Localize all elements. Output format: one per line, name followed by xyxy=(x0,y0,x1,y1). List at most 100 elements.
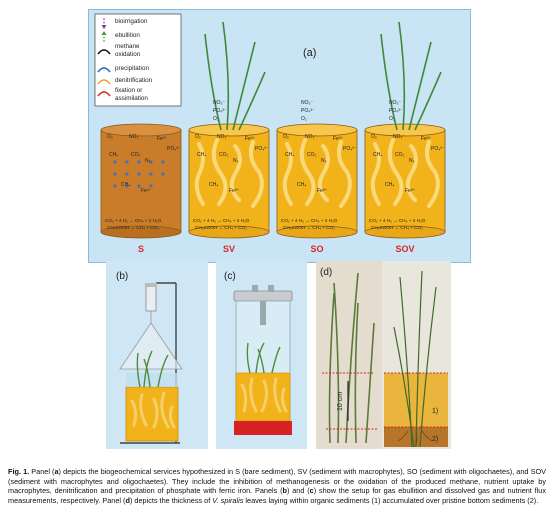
label-fe2: Fe²⁺ xyxy=(317,188,328,194)
gas-bubble xyxy=(113,172,117,176)
equation-methanogenesis-acetate: CH₃COOH → CH₄ + CO₂ xyxy=(195,225,247,230)
caption-lead: Fig. 1. xyxy=(8,467,30,476)
panel-d-label: (d) xyxy=(320,267,332,278)
cylinder-top xyxy=(364,123,446,137)
worm-burrow xyxy=(194,142,205,206)
legend-label-assimilation: assimilation xyxy=(115,95,148,102)
methane-oxidation-curve-icon xyxy=(97,49,111,55)
equation-methanogenesis-h2: CO₂ + 4 H₂ → CH₄ + 2 H₂O xyxy=(193,218,250,223)
gas-bubble xyxy=(149,172,153,176)
label-o2-above: O₂ xyxy=(389,116,395,122)
worm-burrows xyxy=(240,377,288,413)
label-po4: PO₄³⁻ xyxy=(431,146,445,152)
label-ch4: CH₄ xyxy=(373,152,382,158)
gas-bubble xyxy=(137,172,141,176)
label-po4: PO₄³⁻ xyxy=(167,146,181,152)
worm-burrow xyxy=(370,142,381,206)
plant-leaves xyxy=(136,350,169,388)
layer-1-label: 1) xyxy=(432,408,438,415)
figure-caption: Fig. 1. Panel (a) depicts the biogeochem… xyxy=(8,467,546,505)
label-no3: NO₃⁻ xyxy=(217,134,230,140)
label-co2: CO₂ xyxy=(307,152,317,158)
cylinder-top xyxy=(100,123,182,137)
label-co2: CO₂ xyxy=(131,152,141,158)
worm-burrow xyxy=(299,138,316,206)
label-fe3: Fe³⁺ xyxy=(421,136,432,142)
caption-text-2: ) depicts the biogeochemical services hy… xyxy=(8,467,546,496)
photo-background xyxy=(316,261,382,449)
gas-bubble xyxy=(137,160,141,164)
label-no3: NO₃⁻ xyxy=(129,134,142,140)
label-ch4-deep: CH₄ xyxy=(297,182,306,188)
gas-bubble xyxy=(149,160,153,164)
caption-text-1: Panel ( xyxy=(29,467,55,476)
worm-burrow xyxy=(337,140,352,208)
plant-leaf xyxy=(232,41,256,131)
label-no3-above: NO₃⁻ xyxy=(301,100,314,106)
plant-leaf xyxy=(380,33,398,131)
label-fe3: Fe³⁺ xyxy=(245,136,256,142)
legend-label-bioirrigation: bioirrigation xyxy=(115,18,148,25)
legend-label-oxidation: oxidation xyxy=(115,51,141,58)
caption-ref-c: c xyxy=(309,486,314,496)
panel-a-label: (a) xyxy=(303,47,316,59)
layer-organic xyxy=(384,373,448,427)
label-fe2: Fe²⁺ xyxy=(141,188,152,194)
precipitation-curve-icon xyxy=(97,67,111,73)
lid-port-2 xyxy=(268,285,274,292)
gas-bubble xyxy=(113,160,117,164)
cylinder-bottom xyxy=(188,225,270,239)
legend-box xyxy=(94,13,182,107)
worm-burrow xyxy=(405,144,418,202)
panel-a: bioirrigation ebullition methane oxidati… xyxy=(88,9,471,263)
panel-a-diagram: bioirrigation ebullition methane oxidati… xyxy=(94,13,446,254)
scale-label: 10 cm xyxy=(337,392,344,411)
denitrification-curve-icon xyxy=(97,79,111,85)
label-po4: PO₄³⁻ xyxy=(343,146,357,152)
label-no3-above: NO₃⁻ xyxy=(213,100,226,106)
worm-burrow xyxy=(229,144,242,202)
label-no3-above: NO₃⁻ xyxy=(389,100,402,106)
caption-text-5: ) depicts the thickness of xyxy=(129,495,213,505)
panel-c-label: (c) xyxy=(224,271,236,282)
ebullition-arrow-icon xyxy=(101,31,107,42)
cylinder-top xyxy=(276,123,358,137)
label-n2: N₂ xyxy=(145,158,151,164)
caption-ref-b: b xyxy=(282,486,288,496)
label-po4-above: PO₄³⁻ xyxy=(213,108,227,114)
photo-leaves xyxy=(328,272,375,444)
lid-port-1 xyxy=(252,285,258,292)
cylinder-label-sv: SV xyxy=(223,244,235,254)
cylinder-label-s: S xyxy=(138,244,144,254)
label-ch4-deep: CH₄ xyxy=(209,182,218,188)
schematic-roots xyxy=(397,430,433,446)
chamber-base xyxy=(234,421,292,435)
plant-leaves xyxy=(246,342,281,374)
panel-b: (b) xyxy=(106,261,208,449)
label-ch4-deep: CH₄ xyxy=(121,182,130,188)
equation-methanogenesis-h2: CO₂ + 4 H₂ → CH₄ + 2 H₂O xyxy=(369,218,426,223)
equation-methanogenesis-acetate: CH₃COOH → CH₄ + CO₂ xyxy=(283,225,335,230)
label-ch4: CH₄ xyxy=(197,152,206,158)
caption-species: V. spiralis xyxy=(212,495,244,505)
cylinder-label-sov: SOV xyxy=(395,244,414,254)
gas-bubble xyxy=(161,160,165,164)
worm-burrow xyxy=(425,140,440,208)
plant-leaf xyxy=(414,71,442,131)
worm-burrow xyxy=(249,140,264,208)
label-po4-above: PO₄³⁻ xyxy=(389,108,403,114)
plant-leaf xyxy=(238,71,266,131)
legend-label-fixation: fixation or xyxy=(115,87,142,94)
worm-burrow xyxy=(282,142,293,206)
layer-2-label: 2) xyxy=(432,436,438,443)
gas-bubble xyxy=(125,160,129,164)
label-po4-above: PO₄³⁻ xyxy=(301,108,315,114)
caption-text-6: leaves laying within organic sediments (… xyxy=(243,495,539,505)
legend-label-denitrification: denitrification xyxy=(115,77,153,84)
label-o2: O₂ xyxy=(371,134,377,140)
worm-burrow xyxy=(317,144,330,202)
caption-ref-a: a xyxy=(54,467,59,476)
chamber-lid xyxy=(233,290,293,302)
gas-bubble xyxy=(149,184,153,188)
